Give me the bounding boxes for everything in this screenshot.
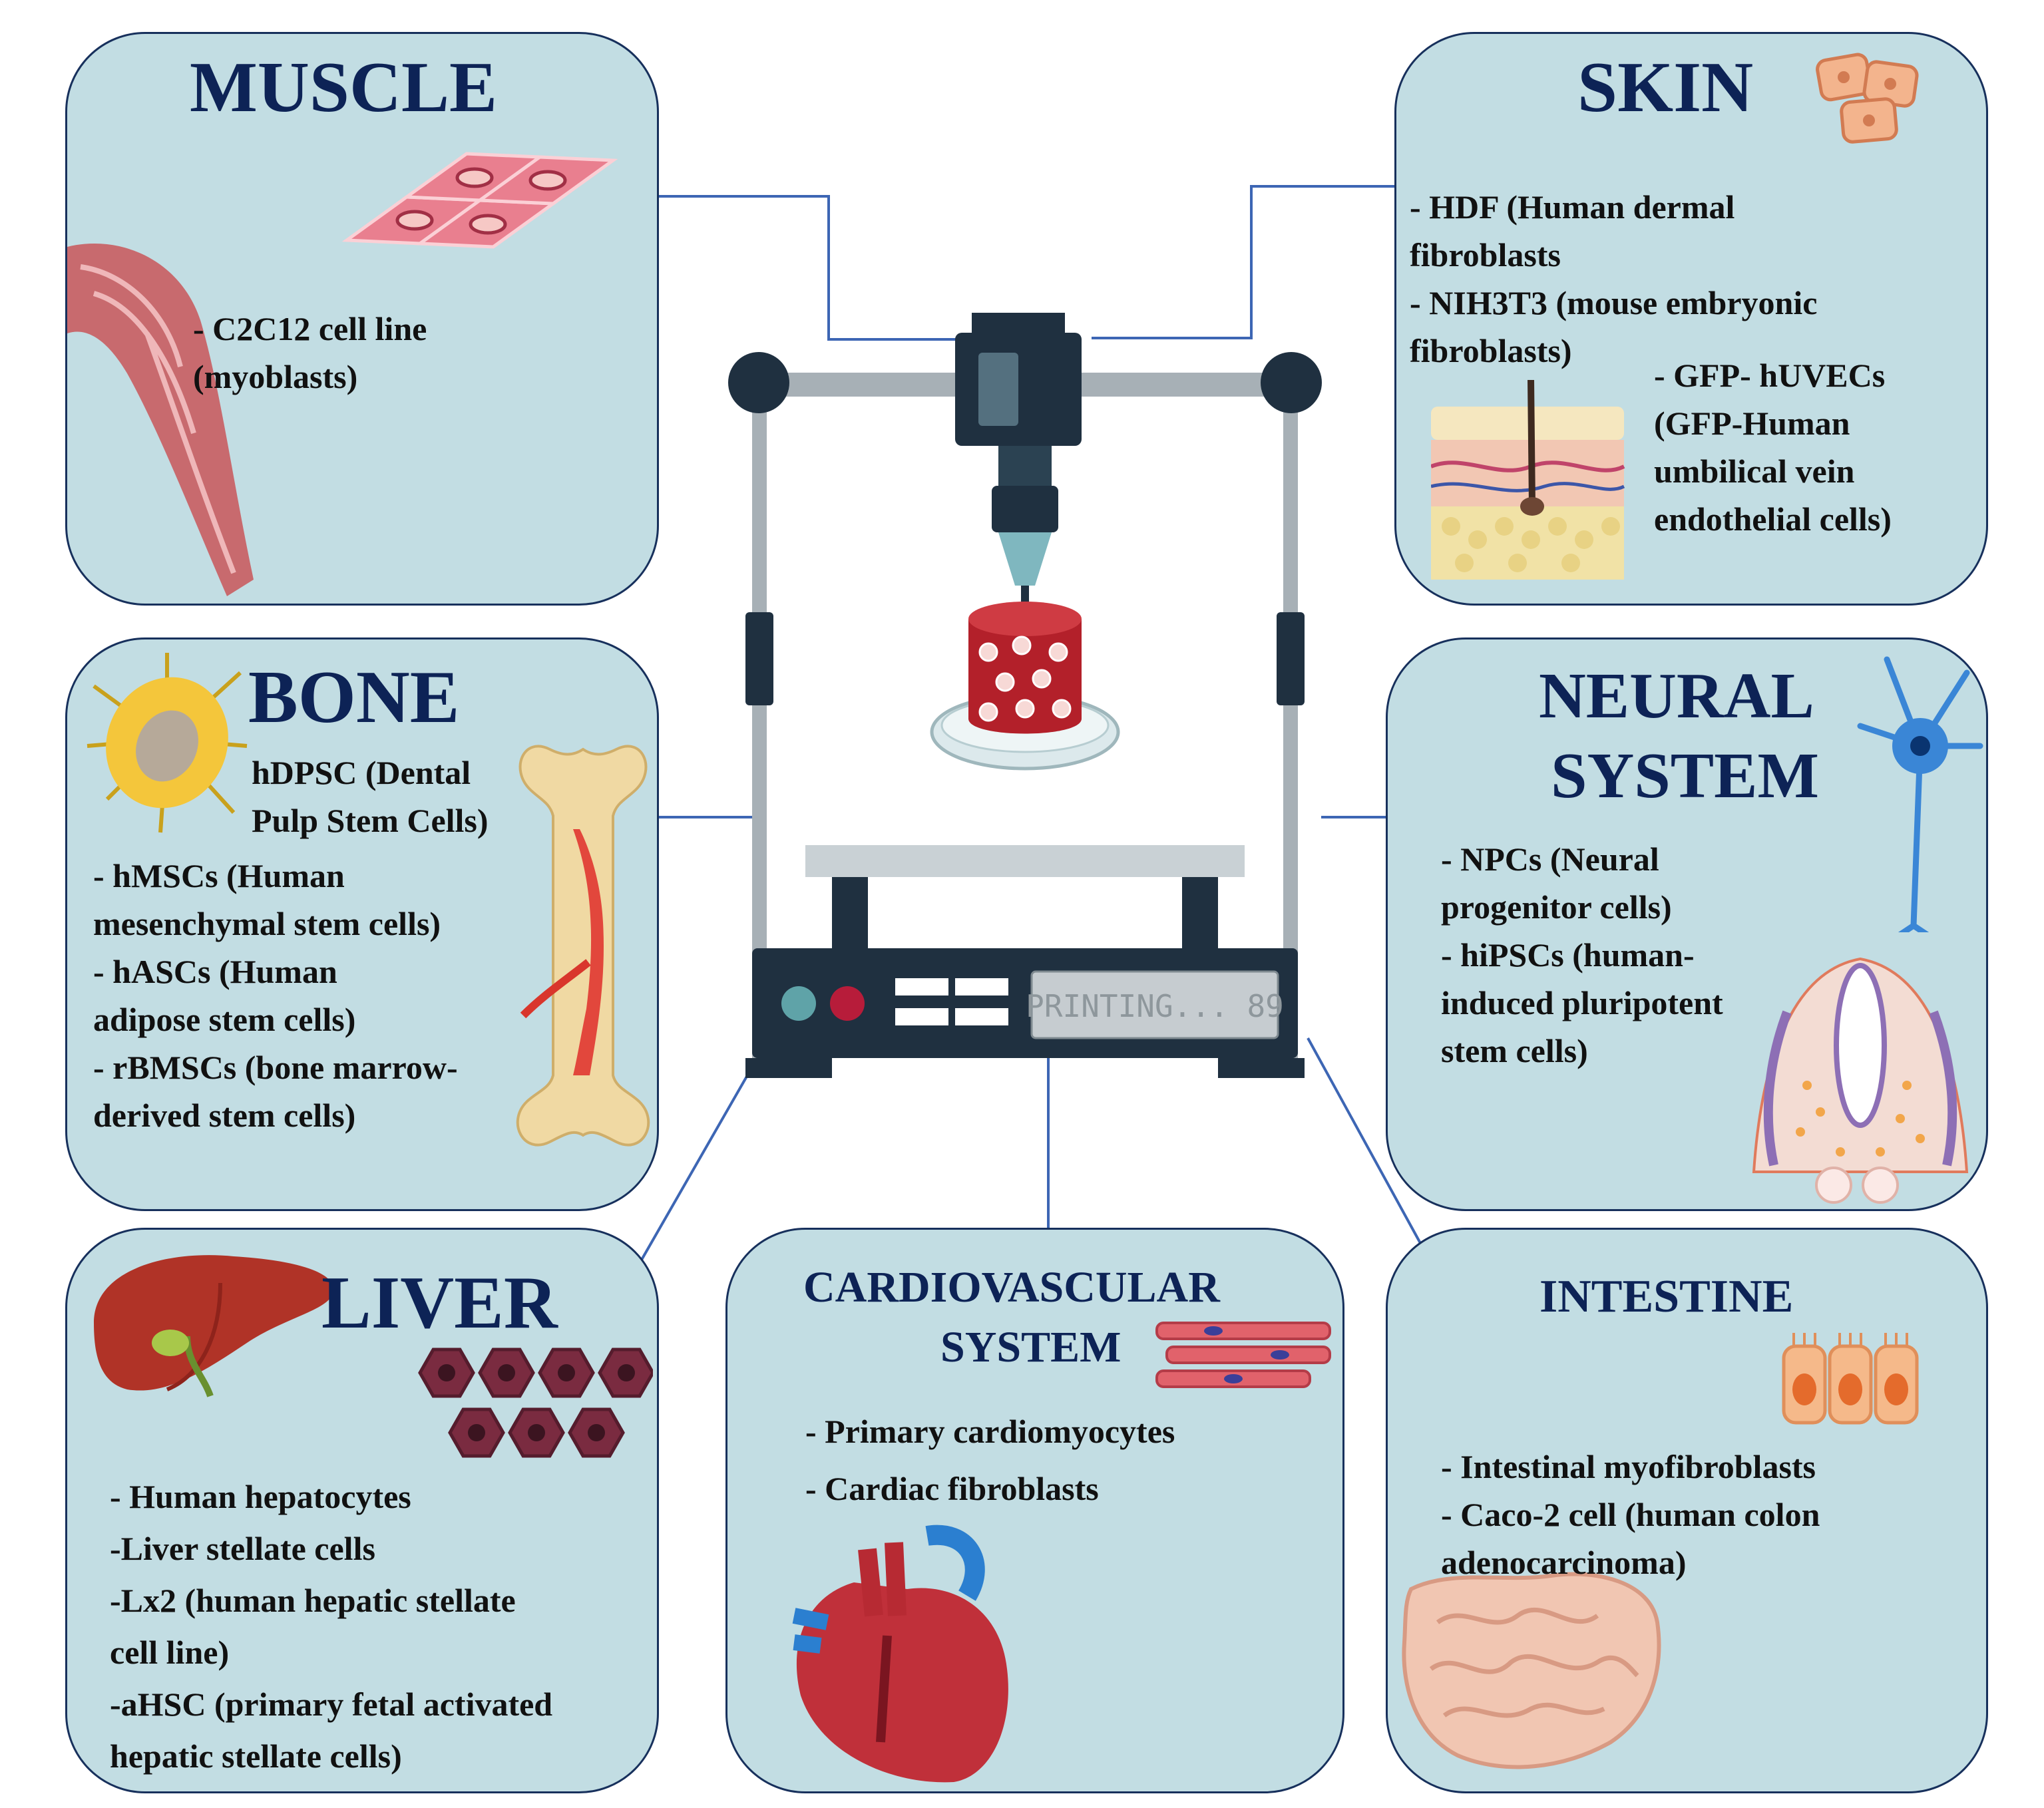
skin-title: SKIN	[1577, 48, 1754, 127]
list-item: - NIH3T3 (mouse embryonic fibroblasts)	[1410, 284, 1818, 369]
list-item: -Lx2 (human hepatic stellate cell line)	[110, 1582, 516, 1671]
list-item: - hiPSCs (human- induced pluripotent ste…	[1441, 936, 1723, 1069]
list-item: - HDF (Human dermal fibroblasts	[1410, 188, 1735, 273]
bone-cell-illustration	[87, 653, 248, 833]
skin-cell-list-secondary: - GFP- hUVECs (GFP-Human umbilical vein …	[1654, 351, 1892, 543]
cardio-panel	[725, 1228, 1344, 1793]
list-item: - NPCs (Neural progenitor cells)	[1441, 840, 1672, 926]
bioprinter-illustration: PRINTING... 89	[728, 313, 1322, 1078]
neural-panel	[1386, 637, 1988, 1211]
frame-corner-right	[1261, 352, 1322, 413]
myoblast-cells-illustration	[341, 152, 618, 249]
list-item: - Primary cardiomyocytes	[805, 1413, 1175, 1450]
neural-title-line1: NEURAL	[1539, 660, 1814, 732]
skin-panel	[1394, 32, 1988, 606]
intestine-title: INTESTINE	[1539, 1271, 1794, 1322]
liver-illustration	[94, 1255, 333, 1397]
printer-display-text: PRINTING... 89	[1026, 988, 1284, 1024]
list-item: - rBMSCs (bone marrow- derived stem cell…	[93, 1049, 458, 1134]
intestine-illustration	[1402, 1572, 1661, 1769]
cardiomyocytes-icon	[1155, 1322, 1331, 1388]
list-item: - hASCs (Human adipose stem cells)	[93, 953, 356, 1038]
bone-cell-list: - hMSCs (Human mesenchymal stem cells) -…	[93, 852, 458, 1139]
liver-title: LIVER	[321, 1262, 558, 1344]
list-item: - Human hepatocytes	[110, 1478, 411, 1515]
connector-intestine	[1307, 1037, 1422, 1245]
list-item: - Intestinal myofibroblasts	[1441, 1448, 1816, 1485]
connector-muscle	[659, 195, 998, 341]
liver-cell-list: - Human hepatocytes -Liver stellate cell…	[110, 1471, 552, 1782]
skin-layers-illustration	[1431, 380, 1625, 580]
frame-corner-left	[728, 352, 789, 413]
intestine-cell-list: - Intestinal myofibroblasts - Caco-2 cel…	[1441, 1443, 1820, 1586]
status-light-red	[830, 986, 865, 1021]
list-item: - GFP- hUVECs (GFP-Human umbilical vein …	[1654, 357, 1892, 538]
list-item: - Caco-2 cell (human colon adenocarcinom…	[1441, 1496, 1820, 1581]
intestine-panel	[1386, 1228, 1988, 1793]
list-item: -aHSC (primary fetal activated hepatic s…	[110, 1686, 553, 1775]
muscle-cell-list: - C2C12 cell line (myoblasts)	[193, 305, 427, 401]
status-light-green	[781, 986, 816, 1021]
bone-panel	[65, 637, 659, 1211]
bone-title: BONE	[248, 656, 460, 739]
neural-title-line2: SYSTEM	[1551, 740, 1820, 812]
cardio-title-line1: CARDIOVASCULAR	[803, 1263, 1220, 1312]
hepatocytes-icon	[418, 1348, 653, 1458]
neural-cell-list: - NPCs (Neural progenitor cells) - hiPSC…	[1441, 835, 1723, 1075]
connector-skin	[1092, 185, 1394, 339]
skin-cells-icon	[1816, 53, 1919, 144]
muscle-panel	[65, 32, 659, 606]
neural-tube-illustration	[1752, 957, 1969, 1204]
bone-cell-list-top: hDPSC (Dental Pulp Stem Cells)	[252, 749, 489, 844]
neuron-icon	[1857, 656, 1983, 932]
cardio-cell-list: - Primary cardiomyocytes - Cardiac fibro…	[805, 1403, 1175, 1517]
list-item: - C2C12 cell line (myoblasts)	[193, 310, 427, 395]
list-item: -Liver stellate cells	[110, 1530, 375, 1567]
enterocytes-icon	[1782, 1333, 1919, 1425]
printer-display	[1030, 970, 1279, 1039]
list-item: hDPSC (Dental Pulp Stem Cells)	[252, 754, 489, 839]
cardio-title-line2: SYSTEM	[940, 1323, 1122, 1371]
list-item: - Cardiac fibroblasts	[805, 1470, 1099, 1507]
heart-illustration	[792, 1525, 1008, 1783]
liver-panel	[65, 1228, 659, 1793]
bone-illustration	[516, 745, 650, 1147]
skin-cell-list: - HDF (Human dermal fibroblasts - NIH3T3…	[1410, 183, 1817, 375]
muscle-arm-illustration	[67, 243, 254, 596]
muscle-title: MUSCLE	[190, 48, 498, 127]
list-item: - hMSCs (Human mesenchymal stem cells)	[93, 857, 441, 942]
